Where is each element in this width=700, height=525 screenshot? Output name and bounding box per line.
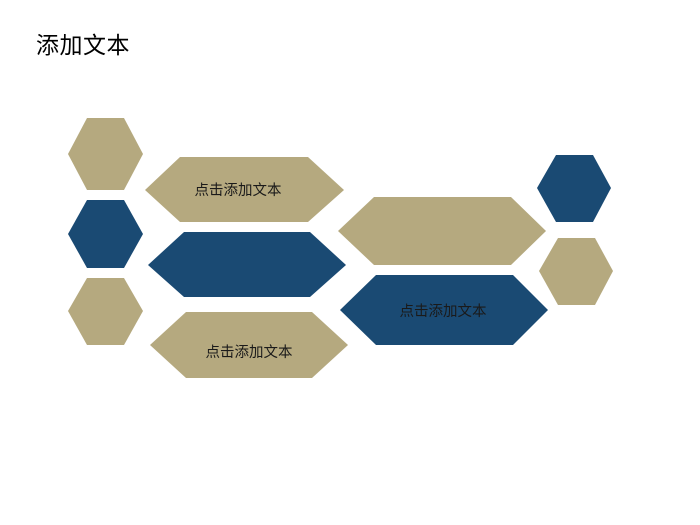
hex-wide-four[interactable]	[338, 197, 546, 265]
hex-right-top[interactable]	[537, 155, 611, 222]
hex-wide-five[interactable]	[340, 275, 548, 345]
hex-wide-one-label: 点击添加文本	[195, 182, 282, 199]
hex-left-top[interactable]	[68, 118, 143, 190]
hex-wide-two[interactable]	[148, 232, 346, 297]
hex-left-bottom[interactable]	[68, 278, 143, 345]
hex-left-middle[interactable]	[68, 200, 143, 268]
hex-wide-three-label: 点击添加文本	[206, 344, 293, 361]
hex-right-bottom[interactable]	[539, 238, 613, 305]
hex-wide-one[interactable]	[145, 157, 344, 222]
hex-wide-five-label: 点击添加文本	[400, 303, 487, 320]
hex-wide-three[interactable]	[150, 312, 348, 378]
page-title: 添加文本	[36, 32, 130, 58]
